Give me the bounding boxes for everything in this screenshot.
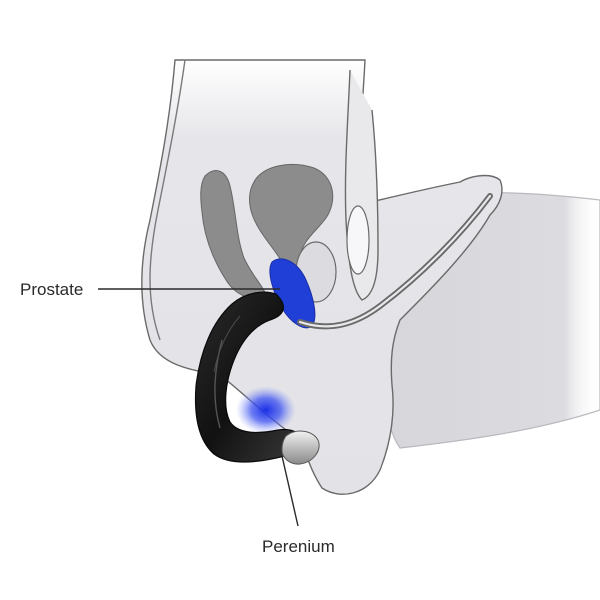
perineum-label: Perenium: [262, 537, 335, 556]
device-ridge: [213, 315, 241, 373]
perineum-glow: [236, 386, 296, 434]
bullet-tip: [281, 430, 320, 465]
testicle-shape: [346, 205, 370, 275]
urethra-inner: [298, 194, 492, 328]
buttock-outline: [149, 59, 186, 341]
prostate-label: Prostate: [20, 280, 83, 299]
perineum-callout-line: [281, 455, 299, 527]
device-ridge: [214, 339, 223, 429]
